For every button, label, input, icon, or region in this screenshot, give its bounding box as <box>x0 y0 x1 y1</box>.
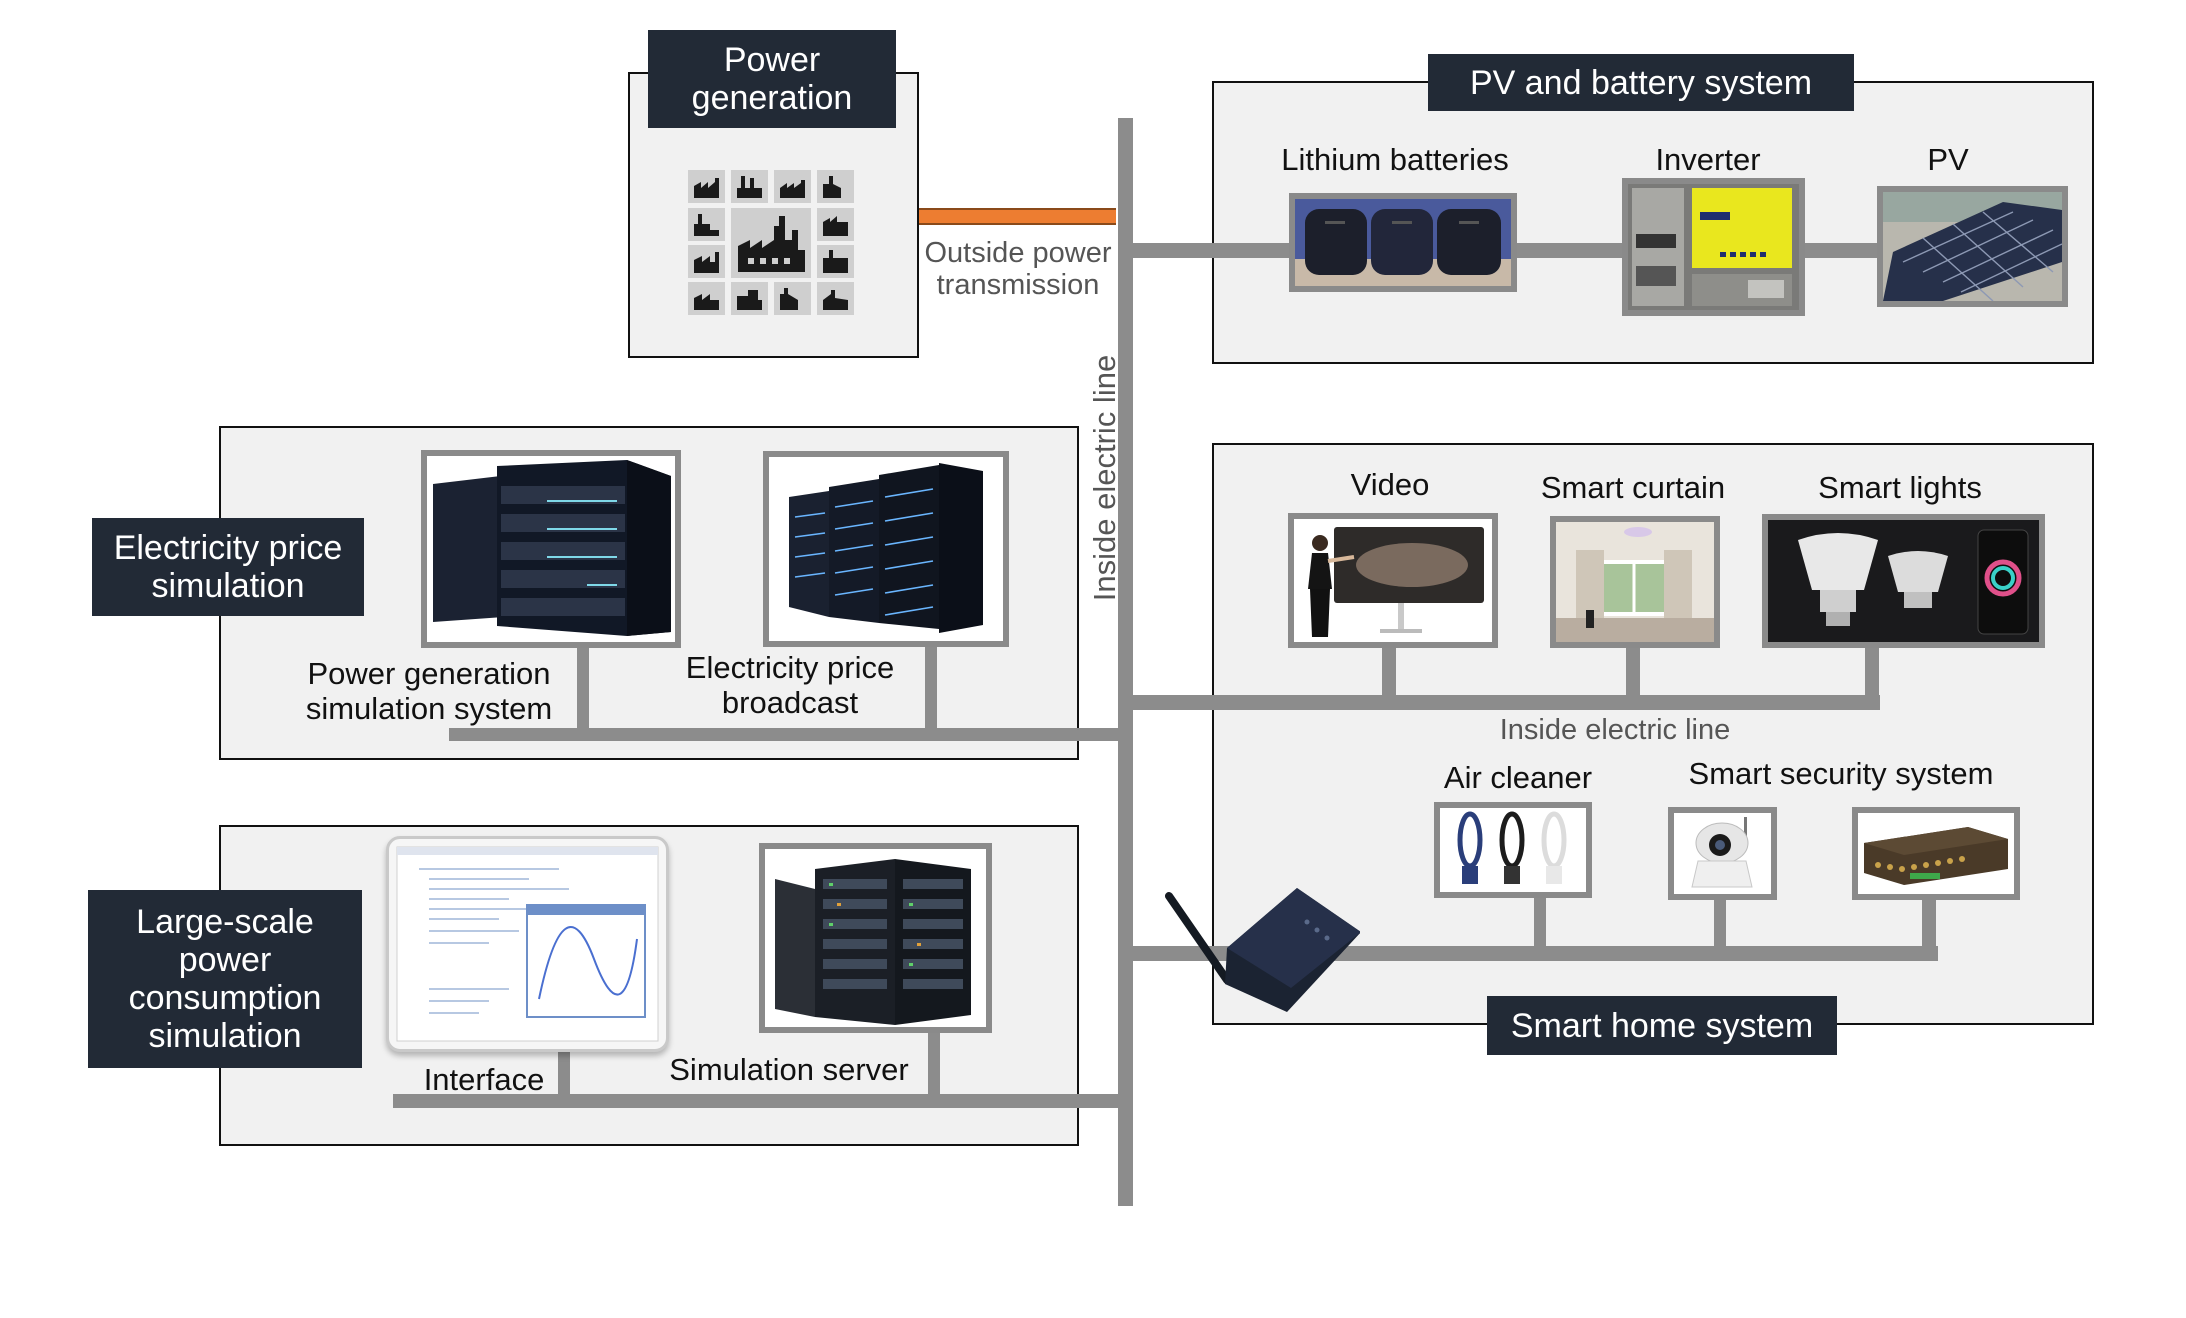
smart-lights-label: Smart lights <box>1818 470 1982 505</box>
security-camera-icon <box>1668 807 1777 900</box>
electricity-price-title: Electricity price simulation <box>92 518 364 616</box>
sim-server-drop-line <box>928 1030 940 1100</box>
security-camera-drop-line <box>1714 895 1726 953</box>
battery-pack-icon <box>1289 193 1517 292</box>
main-electric-line-label: Inside electric line <box>1087 354 1122 602</box>
wireless-router-icon <box>1165 888 1361 1018</box>
server-cabinet-icon <box>759 843 992 1033</box>
price-broadcast-drop-line <box>925 645 937 735</box>
pv-battery-title: PV and battery system <box>1428 54 1854 111</box>
dvr-box-icon <box>1852 807 2020 900</box>
smart-home-inner-line-label: Inside electric line <box>1499 714 1731 746</box>
inverter-icon <box>1622 178 1805 316</box>
smart-curtain-label: Smart curtain <box>1540 470 1726 505</box>
interface-label: Interface <box>423 1062 545 1097</box>
factories-icon <box>688 170 855 316</box>
inverter-label: Inverter <box>1655 142 1761 177</box>
air-cleaner-label: Air cleaner <box>1443 760 1593 795</box>
large-scale-bus-line <box>393 1094 1125 1108</box>
power-gen-sim-label: Power generation simulation system <box>305 656 553 726</box>
price-broadcast-label: Electricity price broadcast <box>685 650 895 720</box>
dvr-drop-line <box>1922 895 1936 953</box>
smart-home-title: Smart home system <box>1487 996 1837 1055</box>
power-gen-sim-drop-line <box>577 645 589 735</box>
software-window-icon <box>386 836 669 1052</box>
lithium-batteries-label: Lithium batteries <box>1281 142 1509 177</box>
pv-label: PV <box>1927 142 1969 177</box>
main-electric-line <box>1118 118 1133 1206</box>
server-tower-icon <box>421 450 681 648</box>
video-label: Video <box>1350 467 1430 502</box>
large-scale-title: Large-scale power consumption simulation <box>88 890 362 1068</box>
electricity-price-bus-line <box>449 728 1125 741</box>
air-purifier-icon <box>1434 802 1592 898</box>
power-generation-title: Power generation <box>648 30 896 128</box>
interface-drop-line <box>558 1044 570 1100</box>
outside-power-line-label: Outside power transmission <box>924 237 1112 301</box>
server-rack-icon <box>763 451 1009 647</box>
smart-home-upper-line <box>1118 695 1880 710</box>
outside-power-line <box>919 208 1116 225</box>
video-screen-icon <box>1288 513 1498 648</box>
solar-panel-icon <box>1877 186 2068 307</box>
lights-drop-line <box>1865 644 1879 702</box>
air-cleaner-drop-line <box>1534 895 1546 953</box>
curtain-drop-line <box>1626 644 1640 702</box>
video-drop-line <box>1382 644 1396 702</box>
light-bulb-icon <box>1762 514 2045 648</box>
smart-security-label: Smart security system <box>1688 756 1994 791</box>
sim-server-label: Simulation server <box>669 1052 909 1087</box>
curtain-icon <box>1550 516 1720 648</box>
